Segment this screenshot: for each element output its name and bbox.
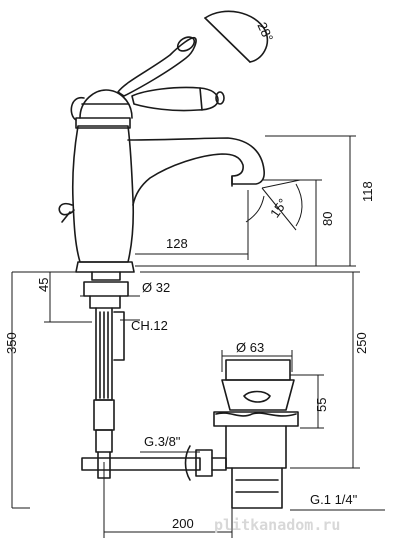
spout-reach-label: 128 [166,236,188,251]
total-height-label: 118 [360,181,375,202]
lever-handle [117,10,269,112]
total-length-label: 350 [4,332,19,354]
dimension-labels: 28° 15° 118 80 128 45 Ø 32 CH.12 350 250… [4,20,375,531]
base-height-label: 45 [36,278,51,292]
drain-assembly [184,359,299,509]
handle-angle-label: 28° [254,20,276,44]
drain-diameter-label: Ø 63 [236,340,264,355]
nut-size-label: CH.12 [131,318,168,333]
drain-length-label: 250 [354,332,369,354]
spout-height-label: 80 [320,212,335,226]
width-label: 200 [172,516,194,531]
drain-height-label: 55 [314,398,329,412]
supply-hose [81,271,201,479]
faucet-body [58,89,135,273]
drain-thread-label: G.1 1/4" [310,492,358,507]
dimension-lines [11,135,385,538]
inlet-thread-label: G.3/8" [144,434,181,449]
base-diameter-label: Ø 32 [142,280,170,295]
spout [127,137,303,231]
spout-angle-label: 15° [267,196,291,221]
watermark: plitkanadom.ru [214,516,340,534]
